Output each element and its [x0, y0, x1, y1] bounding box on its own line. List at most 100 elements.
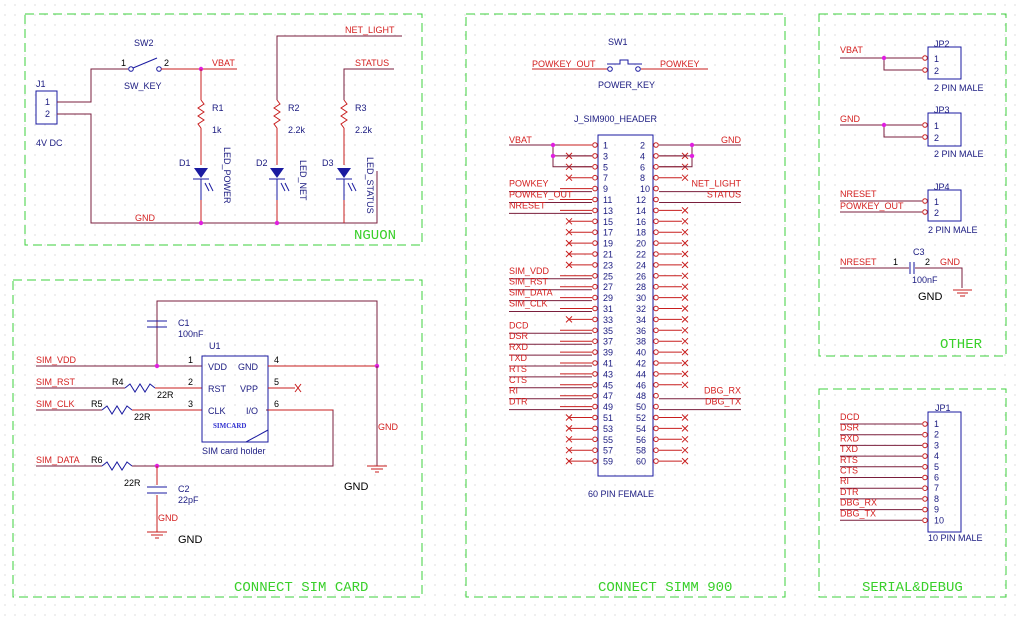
- header-pin-41[interactable]: [592, 360, 598, 366]
- header-pin-18[interactable]: [653, 229, 659, 235]
- header-footer: 60 PIN FEMALE: [588, 489, 654, 499]
- header-pin-36[interactable]: [653, 327, 659, 334]
- header-pin-55[interactable]: [592, 436, 598, 443]
- header-pin-21[interactable]: [592, 251, 598, 257]
- jp3-value: 2 PIN MALE: [934, 149, 984, 159]
- j1-connector[interactable]: [35, 90, 58, 125]
- jp1-pin[interactable]: [922, 496, 928, 502]
- header-pin-1[interactable]: [592, 142, 598, 148]
- header-pin-37[interactable]: [592, 338, 598, 345]
- jp1-pin[interactable]: [922, 474, 928, 481]
- header-pin-31[interactable]: [592, 305, 598, 312]
- c3-capacitor[interactable]: [909, 262, 915, 274]
- sw2-contact-2: [156, 66, 162, 72]
- jp3-connector[interactable]: [927, 112, 962, 147]
- jp1-pin[interactable]: [922, 464, 928, 470]
- header-pin-54[interactable]: [653, 425, 659, 432]
- header-pin-9[interactable]: [592, 185, 598, 192]
- sw2-lever[interactable]: [132, 57, 158, 69]
- header-pin-42[interactable]: [653, 360, 659, 366]
- header-pin-44[interactable]: [653, 371, 659, 377]
- header-pin-2[interactable]: [653, 142, 659, 148]
- jp1-pin[interactable]: [922, 506, 928, 513]
- header-pin-56[interactable]: [653, 436, 659, 443]
- header-pin-46[interactable]: [653, 382, 659, 388]
- header-pin-32[interactable]: [653, 305, 659, 312]
- header-pin-53[interactable]: [592, 425, 598, 432]
- header-pin-7[interactable]: [592, 174, 598, 181]
- header-pin-19[interactable]: [592, 240, 598, 246]
- header-pin-39[interactable]: [592, 349, 598, 355]
- jp2-connector[interactable]: [927, 46, 962, 80]
- header-pin-11[interactable]: [592, 196, 598, 203]
- header-pin-27[interactable]: [592, 283, 598, 290]
- header-pin-34[interactable]: [653, 316, 659, 323]
- header-pin-25[interactable]: [592, 273, 598, 279]
- r1-resistor[interactable]: [197, 99, 205, 129]
- header-pin-3[interactable]: [592, 153, 598, 159]
- c2-capacitor[interactable]: [147, 486, 167, 494]
- jp1-pin[interactable]: [922, 517, 928, 524]
- header-pin-17[interactable]: [592, 229, 598, 235]
- header-pin-60[interactable]: [653, 458, 659, 464]
- r6-resistor[interactable]: [101, 461, 133, 471]
- header-pin-48[interactable]: [653, 392, 659, 399]
- header-pin-58[interactable]: [653, 447, 659, 454]
- jp4-connector[interactable]: [927, 189, 962, 222]
- c1-capacitor[interactable]: [147, 320, 167, 328]
- header-pin-12[interactable]: [653, 196, 659, 203]
- jp1-pin[interactable]: [922, 485, 928, 492]
- jp1-pin-row: DBG_RX9: [840, 498, 939, 515]
- jp1-pin[interactable]: [922, 442, 928, 449]
- sim900-header-connector[interactable]: [597, 134, 654, 477]
- header-pin-59[interactable]: [592, 458, 598, 464]
- r5-resistor[interactable]: [101, 405, 133, 415]
- header-pin-10[interactable]: [653, 185, 659, 192]
- header-pin-57[interactable]: [592, 447, 598, 454]
- header-pin-33[interactable]: [592, 316, 598, 323]
- sw1-pushbutton[interactable]: [607, 59, 642, 72]
- header-pin-5[interactable]: [592, 164, 598, 170]
- header-pin-47[interactable]: [592, 392, 598, 399]
- header-pin-51[interactable]: [592, 414, 598, 421]
- jp1-connector[interactable]: [927, 411, 962, 533]
- header-pin-49[interactable]: [592, 403, 598, 410]
- ground-icon: [147, 531, 167, 539]
- header-pin-28[interactable]: [653, 283, 659, 290]
- header-pin-22[interactable]: [653, 251, 659, 257]
- header-pin-40[interactable]: [653, 349, 659, 355]
- r3-resistor[interactable]: [340, 99, 348, 129]
- r2-resistor[interactable]: [273, 99, 281, 129]
- header-pin-45[interactable]: [592, 382, 598, 388]
- header-pin-8[interactable]: [653, 174, 659, 181]
- header-pin-24[interactable]: [653, 262, 659, 268]
- header-pin-38[interactable]: [653, 338, 659, 345]
- d2-led[interactable]: [269, 168, 290, 200]
- d3-led[interactable]: [336, 168, 357, 200]
- header-pin-13[interactable]: [592, 207, 598, 214]
- header-pin-4[interactable]: [653, 153, 659, 159]
- header-pin-52[interactable]: [653, 414, 659, 421]
- header-pin-23[interactable]: [592, 262, 598, 268]
- header-pin-14[interactable]: [653, 207, 659, 214]
- jp1-pin[interactable]: [922, 421, 928, 427]
- header-pin-29[interactable]: [592, 294, 598, 301]
- header-pin-15[interactable]: [592, 218, 598, 225]
- ground-icon: [953, 289, 972, 297]
- header-pin-26[interactable]: [653, 273, 659, 279]
- header-pin-6[interactable]: [653, 164, 659, 170]
- header-pin-50[interactable]: [653, 403, 659, 410]
- u1-simcard-holder[interactable]: [201, 355, 269, 443]
- u1-right-pin-gnd: GND: [238, 362, 259, 372]
- d1-led[interactable]: [193, 168, 214, 200]
- jp1-pin[interactable]: [922, 453, 928, 459]
- header-pin-43[interactable]: [592, 371, 598, 377]
- header-pin-30[interactable]: [653, 294, 659, 301]
- r4-resistor[interactable]: [124, 383, 156, 393]
- header-pin-number: 35: [603, 326, 613, 336]
- header-pin-20[interactable]: [653, 240, 659, 246]
- jp1-pin[interactable]: [922, 431, 928, 438]
- header-pin-16[interactable]: [653, 218, 659, 225]
- header-pin-35[interactable]: [592, 327, 598, 334]
